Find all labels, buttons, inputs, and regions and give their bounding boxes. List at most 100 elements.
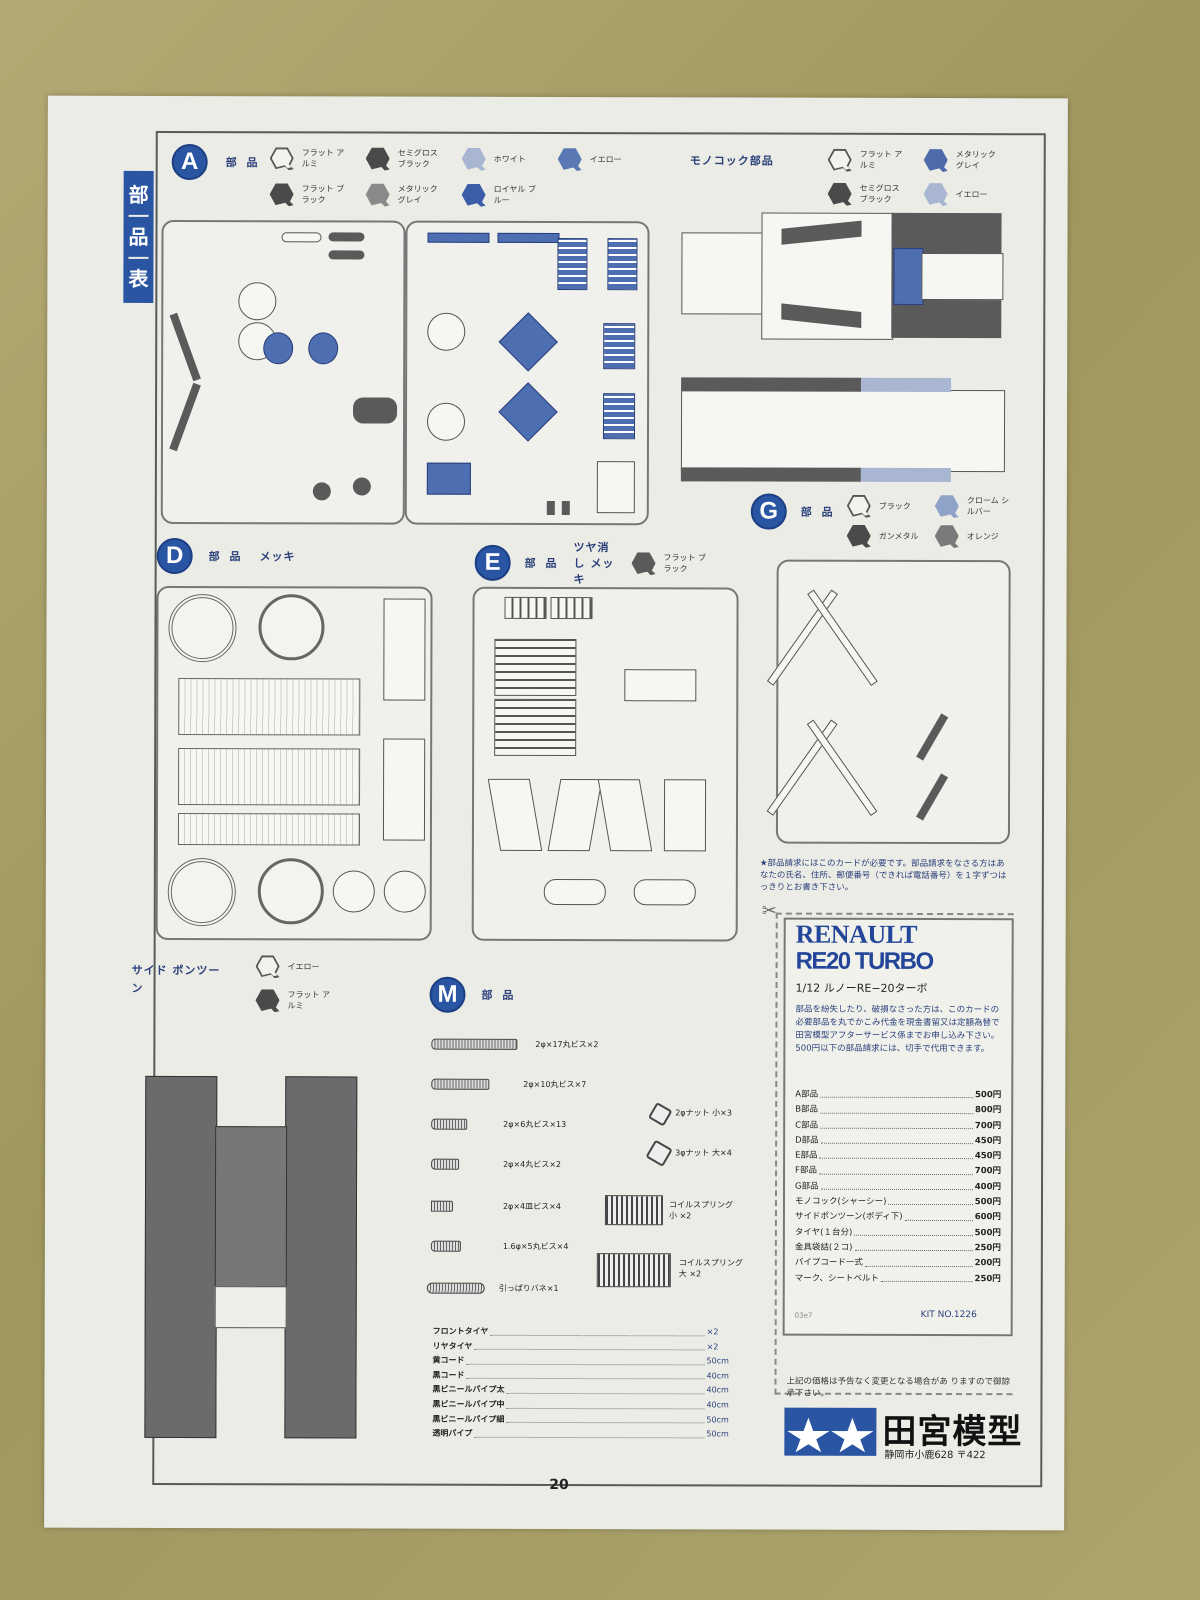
tab-char: 品	[128, 216, 149, 259]
spring-label: コイルスプリング大 ×2	[678, 1258, 743, 1279]
price-row: モノコック(シャーシー)500円	[794, 1194, 1001, 1208]
parts-a-header: A 部 品	[171, 143, 261, 181]
price-row: タイヤ(１台分)500円	[794, 1225, 1001, 1238]
paint-hex-icon	[828, 182, 852, 206]
parts-e-badge: E	[474, 544, 511, 581]
tension-spring-icon	[426, 1282, 485, 1294]
parts-label: 部 品	[225, 156, 261, 170]
nut-label: 3φナット 大×4	[675, 1148, 732, 1158]
paint-hex-icon	[935, 524, 959, 548]
screw-label: 2φ×17丸ビス×2	[535, 1039, 599, 1050]
monocoque-color-legend: フラット アルミ メタリック グレイ セミグロス ブラック イエロー	[828, 148, 1020, 207]
tab-char: 部	[128, 174, 149, 217]
sprue-e	[471, 586, 739, 942]
screw-label: 引っぱりバネ×1	[498, 1283, 559, 1294]
price-row: サイドポンツーン(ボディ下)600円	[794, 1210, 1001, 1223]
accessory-row: リヤタイヤ×2	[432, 1339, 719, 1352]
parts-g-color-legend: ブラック クローム シルバー ガンメタル オレンジ	[847, 494, 1023, 548]
paint-hex-icon	[935, 494, 959, 518]
paint-hex-icon	[366, 146, 390, 170]
paint-hex-icon	[462, 183, 486, 207]
color-swatch: セミグロス ブラック	[828, 182, 924, 206]
screw-label: 2φ×10丸ビス×7	[523, 1079, 587, 1090]
color-swatch: フラット ブラック	[270, 182, 366, 206]
color-swatch: ブラック	[847, 494, 935, 518]
paint-hex-icon	[270, 146, 294, 170]
coil-spring-large-icon	[596, 1253, 671, 1288]
kit-number: KIT NO.1226	[920, 1309, 977, 1321]
paint-hex-icon	[847, 494, 871, 518]
brand-renault: RENAULT	[795, 919, 917, 949]
paint-hex-icon	[924, 182, 948, 206]
color-swatch: フラット アルミ	[828, 148, 924, 172]
color-swatch: フラット アルミ	[270, 146, 366, 170]
paint-hex-icon	[366, 182, 390, 206]
color-swatch: フラット ブラック	[631, 551, 713, 575]
nut-label: 2φナット 小×3	[675, 1108, 732, 1118]
screw-label: 1.6φ×5丸ビス×4	[502, 1241, 569, 1252]
company-address: 静岡市小鹿628 〒422	[884, 1449, 986, 1462]
color-swatch: メタリック グレイ	[924, 148, 1020, 172]
color-swatch: イエロー	[256, 954, 338, 978]
color-swatch: クローム シルバー	[935, 494, 1023, 518]
parts-d-badge: D	[156, 537, 193, 575]
color-swatch: オレンジ	[935, 524, 1023, 548]
parts-a-color-legend: フラット アルミ セミグロス ブラック ホワイト イエロー フラット ブラック …	[270, 146, 654, 207]
sprue-a-left	[160, 219, 406, 525]
screw-icon	[430, 1200, 453, 1212]
paint-hex-icon	[631, 551, 655, 575]
sprue-a-right	[404, 220, 650, 526]
coil-spring-small-icon	[604, 1195, 663, 1226]
side-pontoon-color-legend: イエロー フラット アルミ	[255, 954, 337, 1012]
monocoque-side-view	[680, 377, 1006, 488]
screw-icon	[431, 1078, 490, 1090]
parts-g-badge: G	[750, 493, 787, 530]
screw-icon	[431, 1118, 468, 1130]
parts-d-header: D 部 品 メッキ	[156, 537, 296, 575]
monocoque-label: モノコック部品	[689, 154, 774, 168]
card-code: 03e7	[794, 1311, 813, 1320]
parts-request-notice: ★部品請求にはこのカードが必要です。部品請求をなさる方はあなたの氏名、住所、郵便…	[759, 858, 1007, 893]
paint-hex-icon	[924, 148, 948, 172]
parts-m-badge: M	[429, 976, 466, 1013]
sprue-d	[155, 585, 433, 941]
tab-char: 表	[128, 266, 149, 291]
paint-hex-icon	[255, 988, 279, 1012]
screw-icon	[430, 1240, 461, 1252]
paint-hex-icon	[828, 148, 852, 172]
screw-label: 2φ×4丸ビス×2	[503, 1159, 562, 1170]
paint-hex-icon	[847, 524, 871, 548]
order-instructions: 部品を紛失したり、破損なさった方は、このカードの必要部品を丸でかこみ代金を現金書…	[795, 1004, 1000, 1055]
parts-a-badge: A	[171, 143, 208, 181]
color-swatch: イエロー	[558, 147, 654, 171]
screw-icon	[431, 1038, 518, 1050]
screw-icon	[431, 1158, 460, 1170]
price-change-notice: 上記の価格は予告なく変更となる場合があ りますので御諒承下さい。	[786, 1376, 1010, 1399]
paint-hex-icon	[462, 147, 486, 171]
color-swatch: セミグロス ブラック	[366, 146, 462, 170]
paint-hex-icon	[270, 182, 294, 206]
side-pontoon-label: サイド ポンツーン	[131, 963, 221, 995]
price-row: 金具袋詰(２コ)250円	[794, 1240, 1001, 1254]
color-swatch: イエロー	[924, 182, 1020, 206]
parts-e-header: E 部 品 ツヤ消し メッキ フラット ブラック	[474, 539, 714, 588]
parts-order-card: RENAULT RE20 TURBO 1/12 ルノーRE−20ターボ 部品を紛…	[782, 917, 1014, 1337]
parts-m-header: M 部 品	[429, 976, 516, 1013]
instruction-page: 部 品 表 A 部 品 フラット アルミ セミグロス ブラック ホワイト イエロ…	[44, 95, 1068, 1531]
color-swatch: ロイヤル ブルー	[462, 183, 558, 207]
spring-label: コイルスプリング小 ×2	[668, 1200, 733, 1221]
side-pontoon-drawing	[144, 1036, 375, 1439]
color-swatch: フラット アルミ	[255, 988, 337, 1012]
parts-list-tab: 部 品 表	[123, 170, 154, 303]
